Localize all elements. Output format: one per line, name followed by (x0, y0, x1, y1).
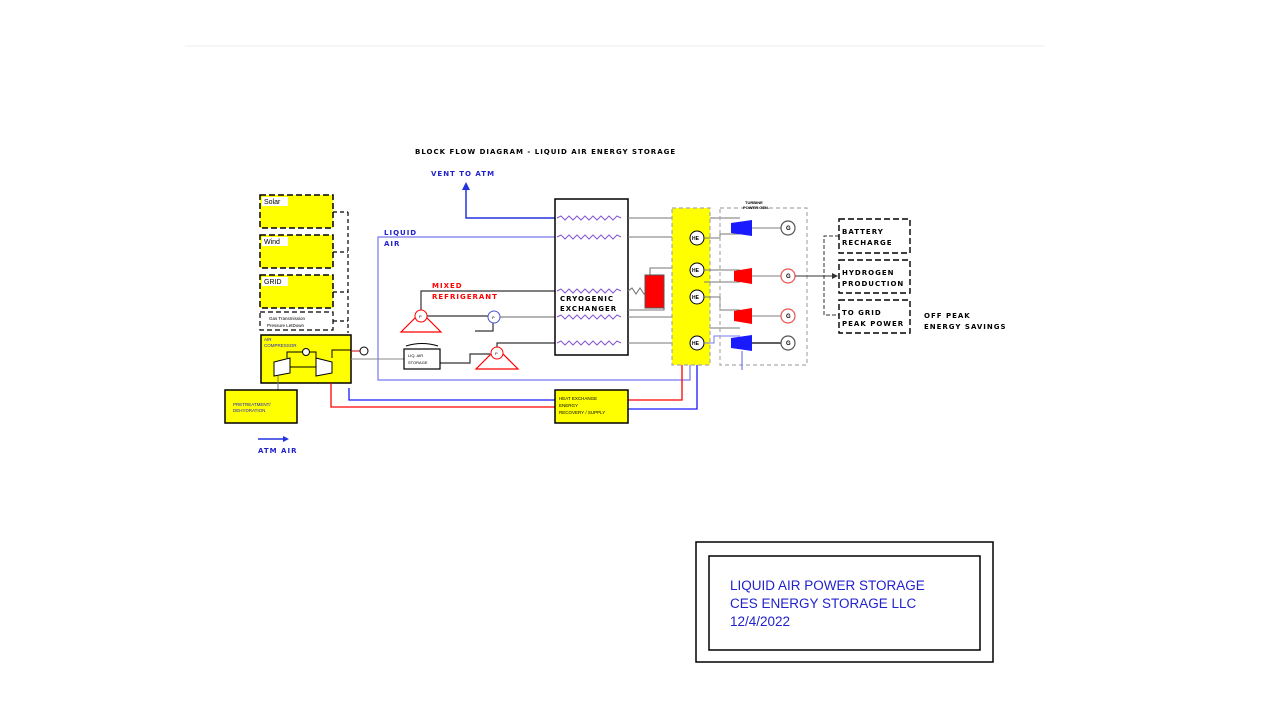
output-battery: BATTERY RECHARGE (838, 218, 911, 254)
power-bus (333, 211, 349, 333)
mixed-refrigerant-label: REFRIGERANT (432, 293, 498, 301)
off-peak-label: ENERGY SAVINGS (924, 323, 1007, 331)
he-labels: HE HE HE HE (692, 236, 700, 347)
title-block-company: CES ENERGY STORAGE LLC (730, 596, 917, 611)
output-grid: TO GRID PEAK POWER (838, 299, 911, 334)
hot-line-out (628, 365, 683, 401)
diagram-title: BLOCK FLOW DIAGRAM - LIQUID AIR ENERGY S… (415, 148, 676, 156)
svg-text:Gas Transmission: Gas Transmission (269, 316, 306, 321)
valve-icon (359, 346, 369, 356)
mixed-refrigerant-label: MIXED (432, 282, 463, 290)
svg-text:BATTERY: BATTERY (842, 228, 884, 236)
source-solar: Solar (259, 194, 334, 229)
svg-text:CRYOGENIC: CRYOGENIC (560, 295, 614, 303)
source-label: Wind (264, 239, 280, 246)
svg-text:G: G (786, 341, 791, 347)
liquid-air-label: LIQUID (384, 229, 417, 237)
svg-text:HE: HE (692, 295, 700, 301)
vent-arrow-icon (462, 182, 470, 190)
svg-text:DEHYDRATION: DEHYDRATION (233, 408, 265, 413)
svg-text:COMPRESSOR: COMPRESSOR (264, 343, 297, 348)
arrow-right-icon (832, 273, 838, 279)
source-label: Solar (264, 199, 281, 206)
liquid-air-label: AIR (384, 240, 400, 248)
pump-refrigerant: P (399, 309, 443, 333)
svg-text:ENERGY: ENERGY (559, 403, 578, 408)
turbine-label: POWER GEN. (743, 205, 769, 210)
svg-text:P: P (492, 315, 495, 320)
title-block-project: LIQUID AIR POWER STORAGE (730, 578, 925, 593)
liquid-air-line (377, 236, 691, 381)
svg-text:PRETREATMENT/: PRETREATMENT/ (233, 402, 271, 407)
svg-text:P: P (495, 351, 498, 356)
title-block: LIQUID AIR POWER STORAGE CES ENERGY STOR… (695, 541, 994, 663)
svg-text:HE: HE (692, 236, 700, 242)
svg-text:G: G (786, 314, 791, 320)
source-wind: Wind (259, 234, 334, 269)
cryogenic-exchanger: CRYOGENIC EXCHANGER (554, 198, 629, 356)
shafts (741, 227, 781, 370)
svg-text:STORAGE: STORAGE (408, 360, 428, 365)
generators (780, 220, 796, 351)
vent-line (465, 186, 555, 219)
svg-text:TO GRID: TO GRID (842, 309, 882, 317)
svg-text:HEAT EXCHANGE: HEAT EXCHANGE (559, 396, 597, 401)
svg-text:RECHARGE: RECHARGE (842, 239, 893, 247)
svg-text:HE: HE (692, 268, 700, 274)
he-to-turbine-cold (704, 335, 740, 344)
svg-text:PEAK POWER: PEAK POWER (842, 320, 904, 328)
svg-text:Pressure LetDown: Pressure LetDown (267, 323, 305, 328)
exchanger-coils (556, 215, 622, 346)
title-block-date: 12/4/2022 (730, 614, 790, 629)
generator-labels: G G G G (786, 226, 791, 347)
pretreatment: PRETREATMENT/ DEHYDRATION (224, 389, 298, 424)
svg-text:HYDROGEN: HYDROGEN (842, 269, 894, 277)
he-units (689, 230, 705, 351)
atm-air-label: ATM AIR (258, 447, 297, 455)
svg-text:HE: HE (692, 341, 700, 347)
svg-text:EXCHANGER: EXCHANGER (560, 305, 617, 313)
source-grid: GRID (259, 274, 334, 309)
svg-text:G: G (786, 226, 791, 232)
svg-text:P: P (419, 314, 422, 319)
svg-text:G: G (786, 274, 791, 280)
output-bus (795, 235, 839, 316)
off-peak-label: OFF PEAK (924, 312, 971, 320)
svg-text:RECOVERY / SUPPLY: RECOVERY / SUPPLY (559, 410, 605, 415)
hot-line (330, 383, 555, 408)
cold-line (348, 388, 555, 401)
expander: P (487, 310, 501, 324)
turbine-label: TURBINE (745, 200, 763, 205)
cold-line-out (628, 365, 698, 410)
liquid-air-storage: LIQ. AIR STORAGE (403, 343, 441, 370)
svg-text:PRODUCTION: PRODUCTION (842, 280, 904, 288)
source-label: GRID (264, 279, 282, 286)
source-gas-letdown: Gas Transmission Pressure LetDown (259, 311, 334, 331)
air-compressor: AIR COMPRESSOR (260, 334, 352, 390)
svg-text:LIQ. AIR: LIQ. AIR (408, 353, 423, 358)
turbines (731, 220, 752, 351)
arrow-right-icon (283, 436, 289, 442)
refrigerant-loop (420, 290, 555, 364)
output-hydrogen: HYDROGEN PRODUCTION (838, 259, 911, 294)
heat-exchange-recovery: HEAT EXCHANGE ENERGY RECOVERY / SUPPLY (554, 389, 629, 424)
turbine-power-gen (719, 207, 808, 366)
vent-label: VENT TO ATM (431, 170, 495, 178)
heater-icon (644, 274, 665, 309)
svg-text:AIR: AIR (264, 337, 272, 342)
pump-liquid-air: P (474, 346, 520, 370)
